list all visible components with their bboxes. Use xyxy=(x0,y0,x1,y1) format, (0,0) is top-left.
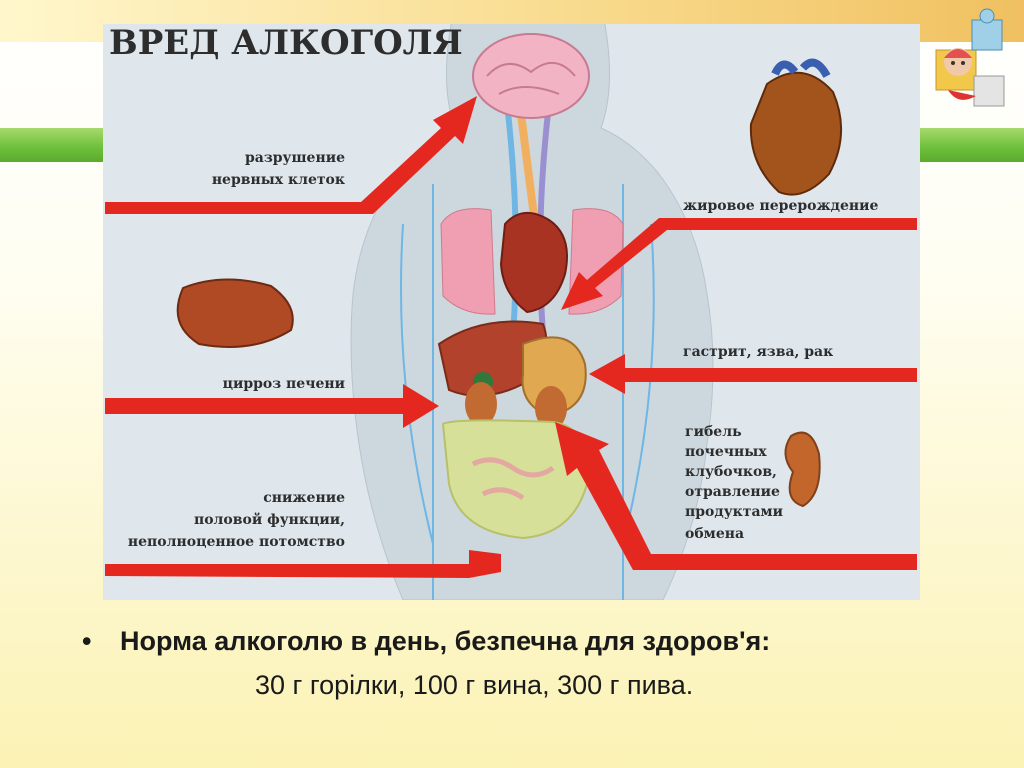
arrow-nerve xyxy=(105,96,477,214)
label-kidney-3: клубочков, xyxy=(685,464,777,480)
bullet-marker: • xyxy=(82,626,92,656)
kidney-in-body-icon xyxy=(465,382,497,426)
arrow-kidney xyxy=(555,422,917,570)
label-kidney-2: почечных xyxy=(685,444,767,460)
arrow-heart xyxy=(561,218,917,310)
label-nerve-2: нервных клеток xyxy=(212,172,345,188)
arrow-liver xyxy=(105,384,439,428)
label-stomach: гастрит, язва, рак xyxy=(683,344,833,360)
label-kidney-6: обмена xyxy=(685,526,744,542)
label-kidney-4: отравление xyxy=(685,484,780,500)
alcohol-harm-poster: ВРЕД АЛКОГОЛЯ разрушение нервных клеток … xyxy=(103,24,920,600)
poster-title: ВРЕД АЛКОГОЛЯ xyxy=(109,24,463,63)
label-sexual-2: половой функции, xyxy=(194,511,345,528)
label-sexual-1: снижение xyxy=(263,490,345,506)
arrows xyxy=(105,96,917,578)
puzzle-decoration-icon xyxy=(918,6,1018,122)
caption-headline: Норма алкоголю в день, безпечна для здор… xyxy=(120,626,771,656)
label-heart: жировое перерождение xyxy=(683,198,878,214)
label-kidney-1: гибель xyxy=(685,424,742,440)
heart-side-icon xyxy=(749,71,842,196)
liver-side-icon xyxy=(176,278,294,348)
arrow-sexual xyxy=(105,550,501,578)
label-kidney-5: продуктами xyxy=(685,504,783,520)
brain-icon xyxy=(472,33,590,119)
label-nerve-1: разрушение xyxy=(245,150,345,166)
arrow-stomach xyxy=(589,354,917,394)
heart-in-body-icon xyxy=(499,212,568,314)
kidney-side-icon xyxy=(784,431,821,508)
label-liver: цирроз печени xyxy=(223,376,345,392)
label-sexual-3: неполноценное потомство xyxy=(128,534,345,550)
caption-detail: 30 г горілки, 100 г вина, 300 г пива. xyxy=(255,670,694,700)
